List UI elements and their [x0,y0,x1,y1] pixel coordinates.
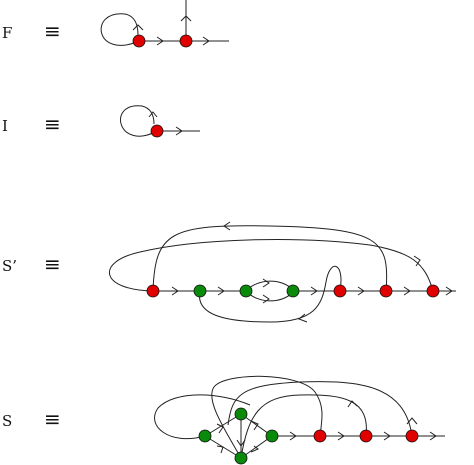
edge [245,280,294,292]
arrow-head [156,36,164,46]
edge [227,381,413,437]
arrow-head [217,286,225,296]
edge [211,375,323,459]
arrow-head [403,286,411,296]
arrow-head [383,431,391,441]
arrow-head [262,294,270,304]
arrow-head [289,431,297,441]
arrow-head [216,445,224,454]
arrow-head [429,431,437,441]
edge [154,394,251,440]
arrow-head [216,423,224,434]
edge [198,265,342,323]
equiv-symbol-s: ≡ [44,407,61,431]
node-red [146,284,160,298]
node-red [179,34,193,48]
arrow-head [250,420,259,431]
arrow-head [236,439,246,447]
arrow-head [171,286,179,296]
arrow-head [175,126,183,136]
arrow-head [262,278,270,288]
edge [119,105,158,137]
node-red [426,284,440,298]
row-label-i: I [2,117,8,135]
arrow-head [298,313,308,323]
arrow-head [310,286,318,296]
node-green [234,451,248,465]
node-red [150,124,164,138]
arrow-head [337,431,345,441]
arrow-head [413,255,421,267]
arrow-head [347,400,358,408]
equiv-symbol-i: ≡ [44,112,61,136]
node-red [405,429,419,443]
graph-f [100,0,229,48]
node-green [239,284,253,298]
arrow-head [445,286,453,296]
equiv-symbol-s-prime: ≡ [44,252,61,276]
arrow-head [406,417,418,425]
edge [152,225,388,292]
node-green [193,284,207,298]
arrow-head [148,111,158,118]
graph-s-prime [109,221,456,323]
node-green [265,429,279,443]
node-red [379,284,393,298]
graph-i [119,105,200,138]
arrow-head [250,445,259,453]
row-label-f: F [2,24,12,42]
edge [204,413,242,437]
arrow-head [223,221,231,231]
arrow-head [202,36,210,46]
arrow-head [357,286,365,296]
graph-s [154,375,445,465]
node-red [313,429,327,443]
edge [245,290,294,302]
node-red [132,34,146,48]
row-label-s-prime: S’ [2,257,17,275]
node-green [234,407,248,421]
equiv-symbol-f: ≡ [44,19,61,43]
node-red [359,429,373,443]
node-green [286,284,300,298]
edge [109,239,434,292]
edge [240,394,367,459]
edge [100,13,140,46]
node-green [198,429,212,443]
arrow-head [132,24,144,31]
node-red [333,284,347,298]
arrow-head [180,15,192,22]
row-label-s: S [2,412,12,430]
